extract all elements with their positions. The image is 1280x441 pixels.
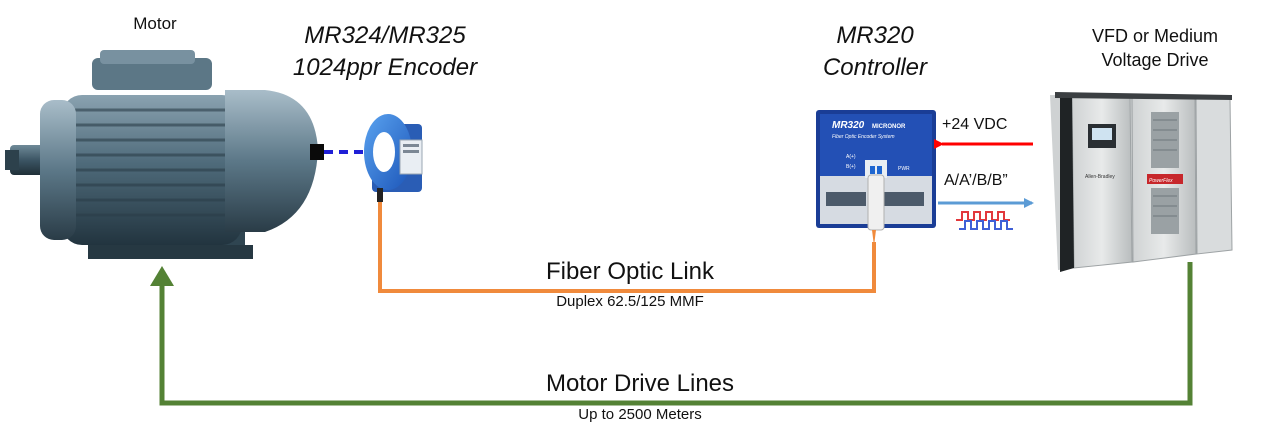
motor-drive-lines: [159, 262, 1193, 406]
vfd-brand-text: Allen-Bradley: [1085, 174, 1115, 180]
vfd-title-line2: Voltage Drive: [1101, 50, 1209, 70]
controller-title-line1: MR320: [836, 22, 914, 49]
fiber-link-spec: Duplex 62.5/125 MMF: [556, 293, 704, 310]
motor-label: Motor: [133, 14, 177, 33]
vfd-cabinet: [1050, 92, 1233, 272]
controller-led-b-text: B(+): [846, 164, 856, 170]
encoder-title-line1: MR324/MR325: [304, 22, 466, 49]
controller-led-pwr-text: PWR: [898, 166, 910, 172]
encoder-title-line2: 1024ppr Encoder: [292, 54, 478, 81]
controller-device: [816, 110, 936, 246]
fiber-optic-cable: [378, 200, 876, 293]
controller-model-text: MR320: [832, 120, 865, 131]
drive-lines-spec: Up to 2500 Meters: [578, 406, 702, 423]
drive-line-arrowhead: [150, 266, 174, 286]
fiber-link-title: Fiber Optic Link: [545, 258, 715, 285]
controller-led-a-text: A(+): [846, 154, 856, 160]
quadrature-waveform-icon: [956, 211, 1013, 230]
drive-lines-title: Motor Drive Lines: [545, 370, 735, 397]
encoder-image: [364, 114, 423, 202]
motor-image: [5, 50, 324, 259]
controller-brand-text: MICRONOR: [872, 124, 906, 130]
vfd-title-line1: VFD or Medium: [1091, 26, 1219, 46]
vfd-model-text: PowerFlex: [1149, 178, 1173, 184]
power-label: +24 VDC: [942, 116, 1008, 133]
signals-label: A/A’/B/B”: [944, 172, 1008, 189]
controller-desc-text: Fiber Optic Encoder System: [832, 134, 895, 140]
controller-title-line2: Controller: [822, 54, 928, 81]
